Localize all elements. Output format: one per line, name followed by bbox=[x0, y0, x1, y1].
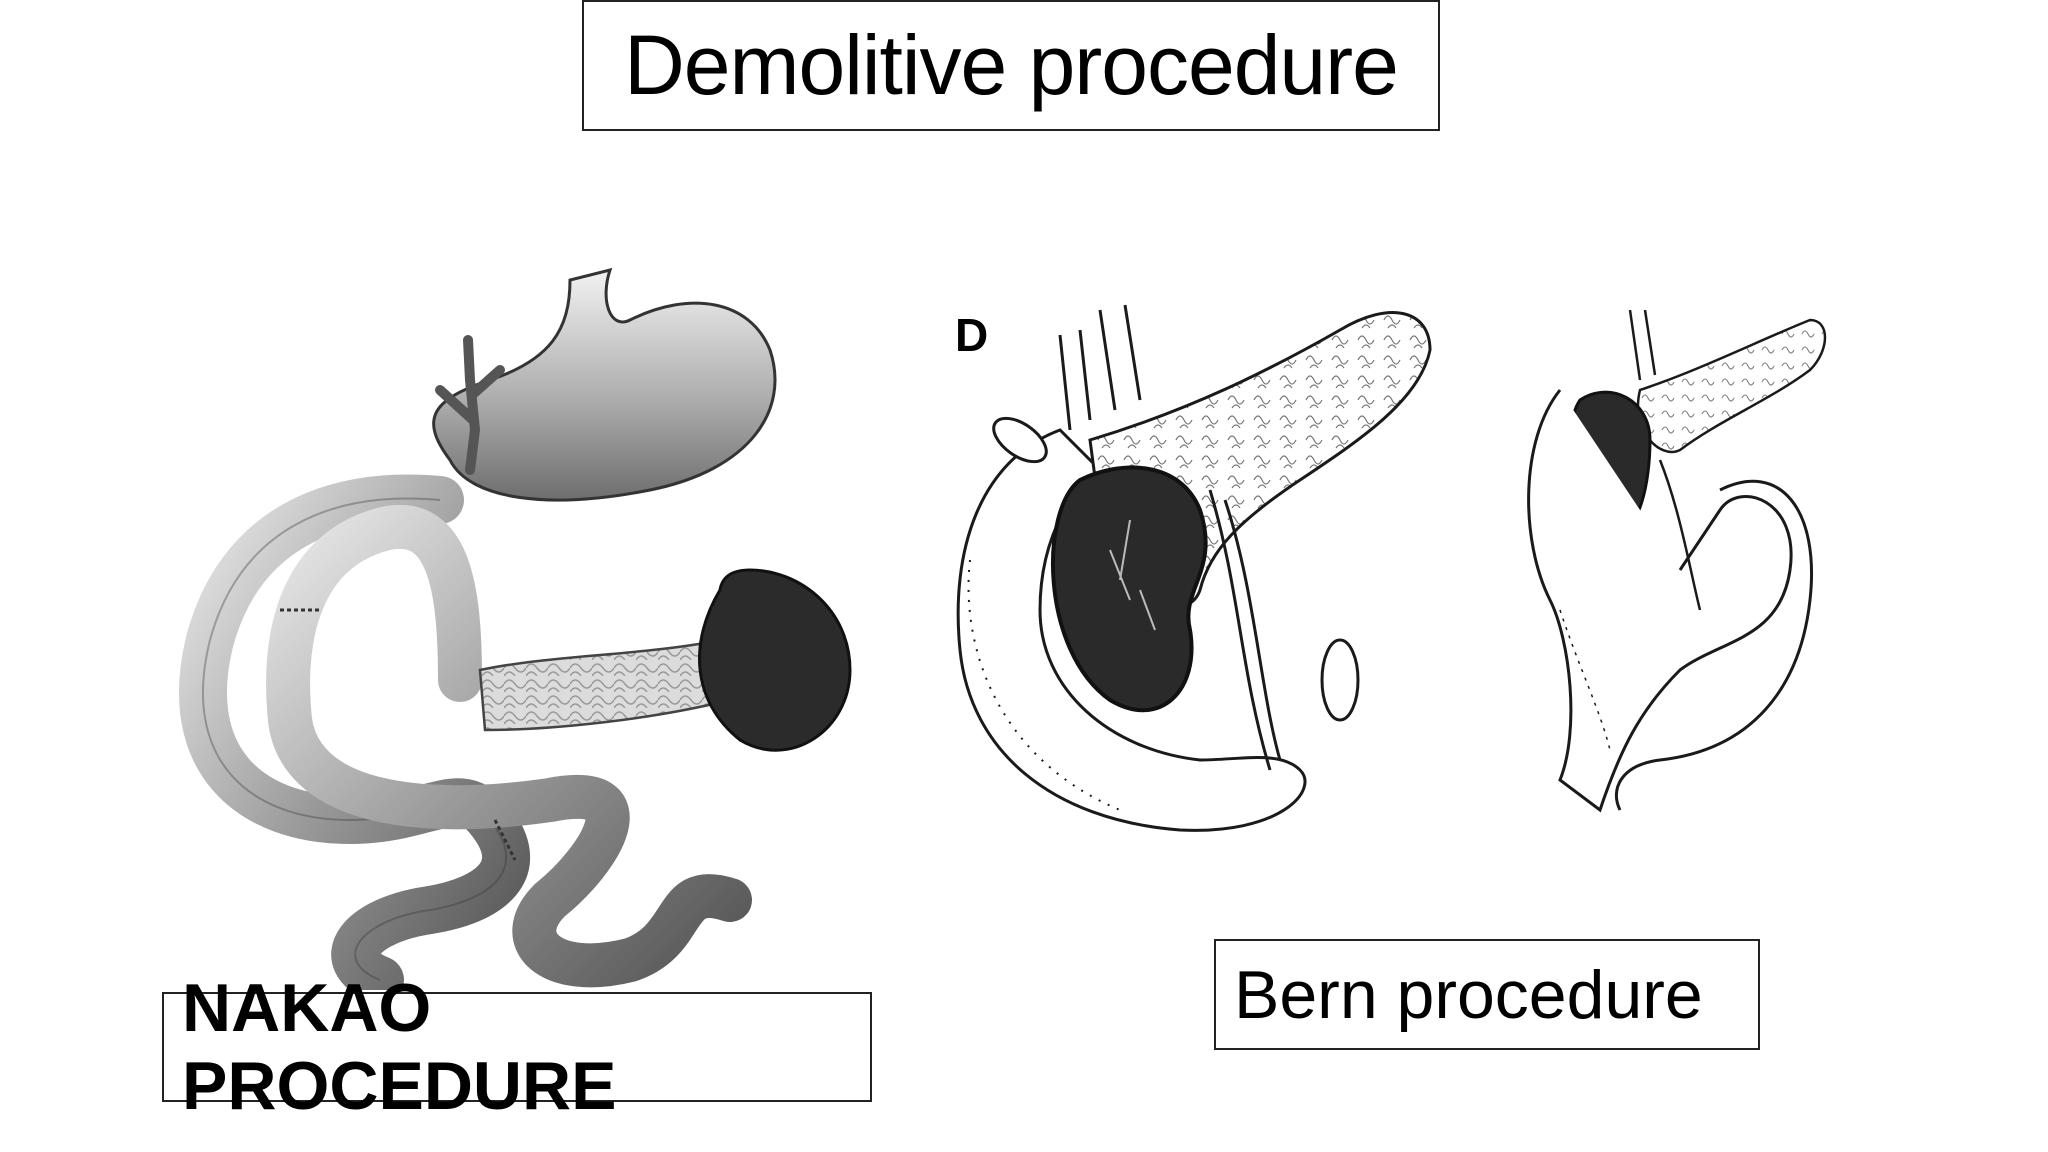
duodenum-loop bbox=[956, 428, 1307, 832]
bern-illustration-left bbox=[956, 304, 1432, 832]
spleen-shape bbox=[698, 568, 852, 752]
panel-letter: D bbox=[955, 309, 989, 361]
bern-procedure-label: Bern procedure bbox=[1214, 939, 1760, 1050]
duodenal-opening bbox=[992, 416, 1048, 464]
jejunal-loop-inner bbox=[266, 505, 752, 988]
portal-vessels bbox=[1058, 304, 1142, 431]
bile-duct bbox=[435, 335, 505, 475]
slide-title: Demolitive procedure bbox=[582, 0, 1440, 131]
jejunum-opening bbox=[1320, 638, 1360, 722]
pancreas-remnant-small bbox=[1636, 318, 1827, 454]
nakao-procedure-label: NAKAO PROCEDURE bbox=[162, 970, 872, 1124]
bern-illustration-right bbox=[1527, 310, 1827, 813]
jejunal-loop-bern bbox=[1527, 389, 1793, 813]
pancreas-remnant bbox=[478, 638, 732, 732]
nakao-illustration bbox=[179, 267, 852, 990]
pancreatic-head-cavity bbox=[1051, 465, 1208, 713]
